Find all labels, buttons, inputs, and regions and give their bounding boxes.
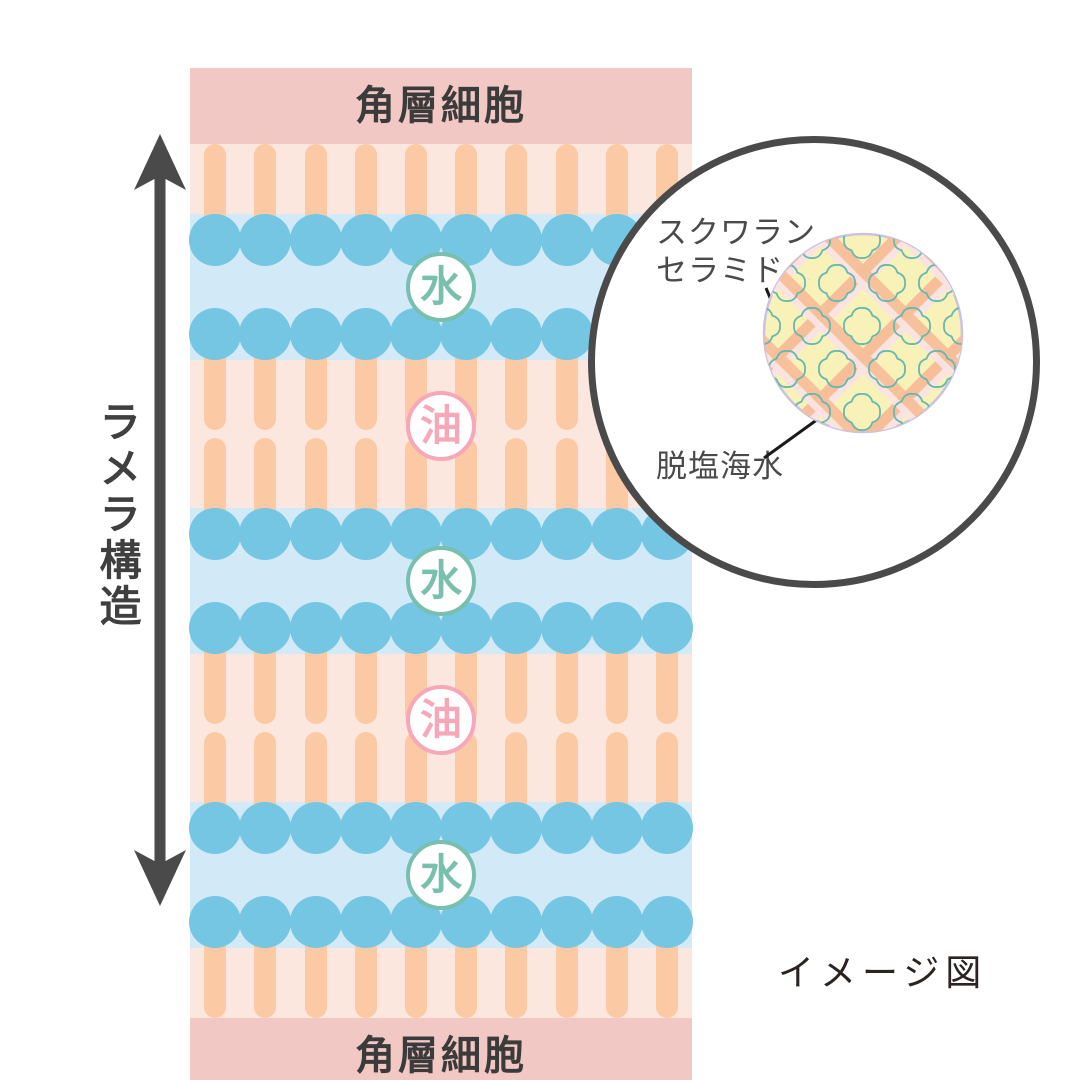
- seawater-droplet: [843, 307, 881, 345]
- lipid-head: [640, 602, 693, 654]
- lipid-head: [540, 896, 593, 948]
- lipid-head: [339, 308, 392, 360]
- badge-water-2-text: 水: [419, 557, 462, 604]
- lipid-head: [289, 602, 342, 654]
- lipid-head: [339, 802, 392, 854]
- lipid-head: [289, 508, 342, 560]
- seawater-droplet: [943, 393, 962, 431]
- badge-water-1-text: 水: [419, 263, 462, 310]
- lipid-head: [339, 214, 392, 266]
- lipid-head: [490, 308, 543, 360]
- lipid-head: [490, 214, 543, 266]
- corneocyte-band-bottom: 角層細胞: [190, 1018, 692, 1080]
- lipid-head: [590, 602, 643, 654]
- lipid-head: [189, 508, 242, 560]
- lamella-axis-group: ラメラ構造: [0, 0, 190, 1080]
- magnifier-label-squalane-line2: セラミド: [656, 252, 784, 288]
- corneocyte-band-top: 角層細胞: [190, 68, 692, 144]
- lipid-head: [490, 896, 543, 948]
- badge-oil-1: 油: [406, 391, 476, 461]
- lipid-head: [289, 214, 342, 266]
- seawater-droplet: [918, 350, 956, 388]
- seawater-droplet: [764, 307, 781, 345]
- lipid-head: [540, 308, 593, 360]
- seawater-droplet: [764, 393, 781, 431]
- lipid-head: [289, 896, 342, 948]
- seawater-droplet: [868, 350, 906, 388]
- badge-oil-1-text: 油: [419, 402, 462, 449]
- lipid-head: [540, 602, 593, 654]
- lamella-structure-label: ラメラ構造: [94, 400, 141, 630]
- magnifier-label-seawater: 脱塩海水: [656, 449, 784, 484]
- lipid-head: [490, 802, 543, 854]
- corneocyte-label-bottom: 角層細胞: [355, 1034, 527, 1078]
- lipid-head: [590, 896, 643, 948]
- lipid-head: [239, 214, 292, 266]
- seawater-droplet: [843, 393, 881, 431]
- lipid-head: [239, 308, 292, 360]
- seawater-droplet: [818, 264, 856, 302]
- seawater-droplet: [943, 234, 962, 259]
- lipid-head: [590, 508, 643, 560]
- seawater-droplet: [868, 264, 906, 302]
- lamellar-stack: 角層細胞 角層細胞 水 油 水 油: [189, 68, 693, 1080]
- lipid-head: [339, 602, 392, 654]
- lipid-head: [189, 802, 242, 854]
- lipid-head: [640, 896, 693, 948]
- image-note-label: イメージ図: [778, 952, 988, 993]
- seawater-droplet: [818, 350, 856, 388]
- lipid-head: [189, 214, 242, 266]
- badge-oil-2-text: 油: [419, 696, 462, 743]
- corneocyte-label-top: 角層細胞: [355, 84, 527, 128]
- lipid-head: [239, 602, 292, 654]
- lipid-head: [540, 802, 593, 854]
- seawater-droplet: [843, 234, 881, 259]
- lipid-head: [289, 802, 342, 854]
- lipid-head: [239, 802, 292, 854]
- badge-water-3: 水: [406, 840, 476, 910]
- lipid-head: [540, 214, 593, 266]
- magnifier-label-squalane: スクワラン セラミド: [656, 214, 816, 290]
- lipid-head: [189, 308, 242, 360]
- seawater-droplet: [943, 307, 962, 345]
- lipid-head: [239, 508, 292, 560]
- seawater-droplet: [893, 307, 931, 345]
- lipid-head: [590, 802, 643, 854]
- magnifier-label-squalane-line1: スクワラン: [656, 215, 816, 250]
- badge-water-1: 水: [406, 252, 476, 322]
- lipid-head: [490, 508, 543, 560]
- lattice-detail-illustration: 0%: [762, 232, 964, 434]
- lipid-head: [339, 508, 392, 560]
- lipid-head: [540, 508, 593, 560]
- badge-water-2: 水: [406, 546, 476, 616]
- lipid-head: [239, 896, 292, 948]
- lipid-head: [289, 308, 342, 360]
- seawater-droplet: [764, 234, 781, 259]
- seawater-droplet: [793, 307, 831, 345]
- lipid-head: [189, 602, 242, 654]
- lipid-head: [339, 896, 392, 948]
- lipid-head: [189, 896, 242, 948]
- magnifier-callout: スクワラン セラミド 脱塩海水 0%: [588, 136, 1040, 588]
- lipid-head: [640, 802, 693, 854]
- badge-water-3-text: 水: [419, 851, 462, 898]
- double-headed-arrow-icon: [134, 134, 186, 906]
- lipid-head: [490, 602, 543, 654]
- badge-oil-2: 油: [406, 685, 476, 755]
